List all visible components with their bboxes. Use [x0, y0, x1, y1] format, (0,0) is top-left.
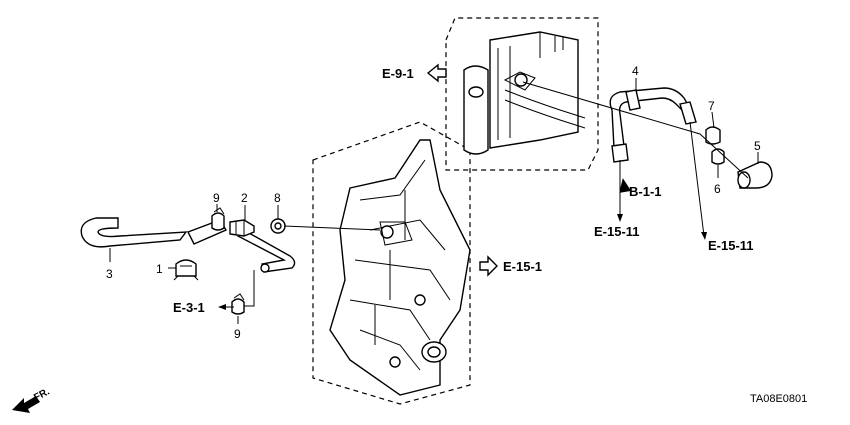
part-label-9-upper: 9 — [213, 191, 220, 205]
clamp-9-lower — [231, 293, 245, 315]
ref-e-9-1: E-9-1 — [382, 66, 414, 81]
ref-e-15-11-left: E-15-11 — [594, 224, 640, 239]
part-label-7: 7 — [708, 99, 715, 113]
part-label-3: 3 — [106, 267, 113, 281]
bracket-group-box — [312, 121, 471, 405]
hose-4 — [609, 87, 697, 163]
connector-2 — [229, 219, 255, 237]
part-label-9-lower: 9 — [234, 327, 241, 341]
arrowhead-e-15-11-right — [701, 232, 707, 240]
arrowhead-e-3-1 — [218, 304, 226, 310]
front-direction-indicator: FR. — [12, 386, 52, 413]
part-label-2: 2 — [241, 191, 248, 205]
clamp-9-upper — [211, 207, 225, 231]
front-arrow-icon — [12, 396, 40, 413]
front-label: FR. — [32, 386, 52, 403]
clamp-7 — [705, 126, 721, 145]
clip-1 — [173, 259, 199, 281]
mount-bracket — [329, 139, 471, 396]
seal-8 — [270, 218, 286, 234]
arrow-e-9-1 — [426, 63, 447, 83]
ref-e-15-1: E-15-1 — [503, 259, 542, 274]
hose-3 — [80, 217, 188, 248]
ref-e-3-1: E-3-1 — [173, 300, 205, 315]
ref-b-1-1: B-1-1 — [629, 184, 662, 199]
radiator-tank — [463, 31, 586, 155]
part-label-1: 1 — [156, 262, 163, 276]
cap-5 — [737, 161, 773, 189]
arrowhead-b-1-1 — [619, 178, 632, 193]
diagram-code: TA08E0801 — [750, 393, 807, 405]
leader-lines — [109, 78, 759, 324]
ref-e-15-11-right: E-15-11 — [708, 238, 754, 253]
arrow-e-15-1 — [479, 255, 498, 277]
arrowhead-e-15-11-left — [617, 214, 623, 222]
part-label-8: 8 — [274, 191, 281, 205]
upper-group-box — [445, 17, 599, 171]
clamp-6 — [711, 148, 725, 165]
part-label-6: 6 — [714, 182, 721, 196]
part-label-5: 5 — [754, 139, 761, 153]
part-label-4: 4 — [632, 64, 639, 78]
